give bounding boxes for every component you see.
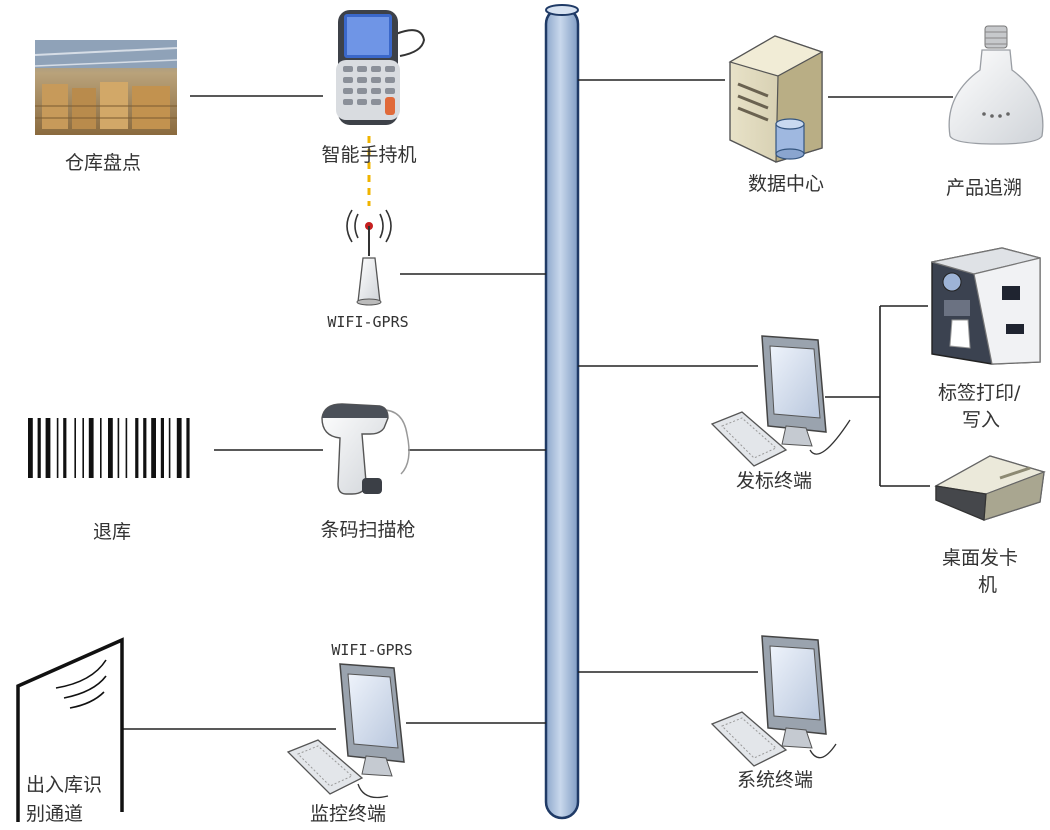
label-wifi-gprs-top: WIFI-GPRS xyxy=(327,313,409,331)
barcode-bar xyxy=(45,418,51,478)
label-product-trace: 产品追溯 xyxy=(945,177,1023,199)
barcode-bar xyxy=(135,418,139,478)
issuing-terminal-icon xyxy=(710,335,851,467)
rfid-gate xyxy=(16,637,124,822)
wifi-ap-icon xyxy=(346,209,392,306)
barcode-bar xyxy=(176,418,182,478)
label-label-print: 标签打印/ 写入 xyxy=(938,380,1020,434)
label-return: 退库 xyxy=(92,521,132,543)
monitor-terminal-icon xyxy=(286,663,405,799)
barcode-bar xyxy=(74,418,76,478)
card-issuer xyxy=(934,455,1046,521)
barcode-bar xyxy=(100,418,102,478)
label-warehouse-inventory: 仓库盘点 xyxy=(64,152,142,174)
label-desktop-card-line1: 桌面发卡 xyxy=(942,547,1019,569)
barcode-bar xyxy=(151,418,156,478)
label-issuing-terminal: 发标终端 xyxy=(735,470,813,492)
label-scanner: 条码扫描枪 xyxy=(320,519,416,541)
label-label-print-line1: 标签打印/ xyxy=(938,382,1021,404)
server-icon xyxy=(728,35,824,163)
label-data-center: 数据中心 xyxy=(747,173,825,195)
handheld-device xyxy=(336,10,426,125)
barcode-bar xyxy=(125,418,128,478)
label-desktop-card-line2: 机 xyxy=(978,574,998,596)
label-label-print-line2: 写入 xyxy=(962,409,1001,431)
label-gate-line2: 别通道 xyxy=(26,803,84,825)
label-wifi-gprs-bottom: WIFI-GPRS xyxy=(331,641,413,659)
label-monitor-terminal: 监控终端 xyxy=(309,803,387,825)
barcode-bar xyxy=(88,418,94,478)
label-printer xyxy=(931,247,1041,365)
barcode-bar xyxy=(82,418,84,478)
barcode-bar xyxy=(37,418,41,478)
label-handheld: 智能手持机 xyxy=(321,144,417,166)
barcode-image xyxy=(28,418,190,478)
barcode-bar xyxy=(56,418,59,478)
label-gate-line1: 出入库识 xyxy=(26,774,103,796)
label-desktop-card: 桌面发卡 机 xyxy=(942,545,1018,599)
network-bus xyxy=(544,4,580,820)
label-gate: 出入库识 别通道 xyxy=(26,771,102,829)
barcode-bar xyxy=(28,418,33,478)
warehouse-photo xyxy=(34,40,178,135)
barcode-bar xyxy=(63,418,67,478)
product-bulb xyxy=(948,25,1044,145)
connection-lines xyxy=(122,79,953,730)
barcode-bar xyxy=(143,418,147,478)
barcode-bar xyxy=(160,418,164,478)
barcode-bar xyxy=(117,418,120,478)
barcode-scanner xyxy=(321,403,410,495)
barcode-bar xyxy=(168,418,171,478)
barcode-bar xyxy=(186,418,190,478)
label-system-terminal: 系统终端 xyxy=(736,769,814,791)
system-terminal-icon xyxy=(710,635,837,767)
barcode-bar xyxy=(108,418,113,478)
